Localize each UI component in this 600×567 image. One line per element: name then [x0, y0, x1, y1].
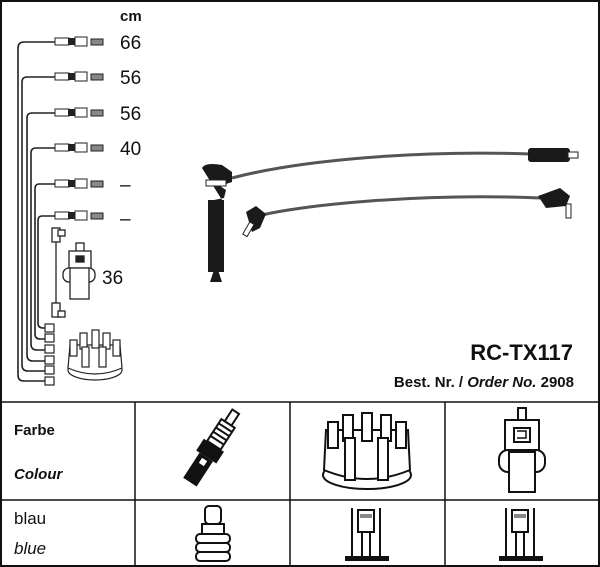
lead-lengths: 66 56 56 40 – – 36: [102, 33, 141, 289]
plug-connectors: [54, 36, 104, 221]
length-5: –: [120, 175, 131, 196]
order-line: Best. Nr. / Order No. 2908: [394, 374, 574, 391]
plug-boot-icon: [195, 505, 231, 562]
length-2: 56: [120, 68, 141, 89]
ignition-lead-illustration: [202, 148, 579, 282]
unit-label: cm: [120, 8, 142, 25]
spec-table-grid: [0, 401, 600, 567]
distributor-boot-icon: [345, 508, 389, 561]
coil-lead-icon: [51, 227, 96, 318]
length-1: 66: [120, 33, 141, 54]
coil-lead-length: 36: [102, 268, 123, 289]
order-label-en: Order No.: [467, 374, 536, 391]
distributor-connectors: [44, 323, 55, 386]
order-number: 2908: [541, 374, 574, 391]
distributor-cap-small-icon: [67, 329, 123, 381]
ignition-coil-icon: [498, 407, 546, 493]
distributor-cap-icon: [322, 412, 412, 490]
spark-plug-icon: [183, 408, 241, 487]
length-4: 40: [120, 139, 141, 160]
coil-boot-icon: [499, 508, 543, 561]
product-code: RC-TX117: [470, 340, 573, 365]
colour-label-en: Colour: [14, 466, 63, 483]
lead-wires: [17, 41, 55, 382]
length-6: –: [120, 209, 131, 230]
length-3: 56: [120, 104, 141, 125]
colour-value-en: blue: [14, 539, 46, 558]
order-label-de: Best. Nr. /: [394, 374, 464, 391]
colour-value-de: blau: [14, 509, 46, 528]
colour-label-de: Farbe: [14, 422, 55, 439]
